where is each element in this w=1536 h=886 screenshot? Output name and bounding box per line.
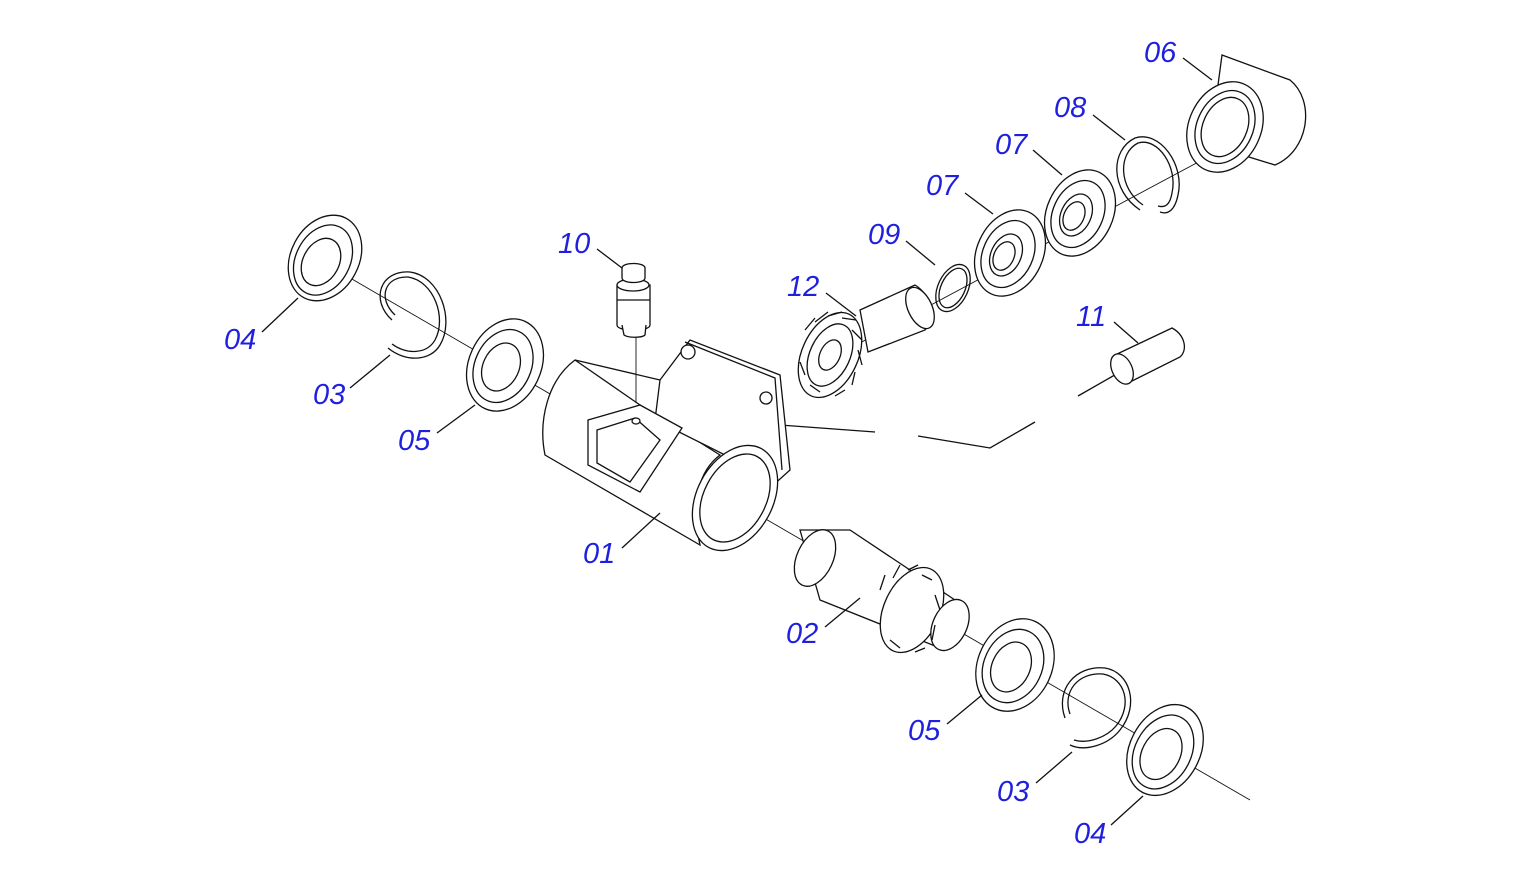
leader-lines bbox=[261, 57, 1213, 826]
part-05-bearing-left bbox=[465, 318, 545, 412]
callout-12: 12 bbox=[787, 271, 819, 303]
part-03-circlip-right bbox=[1061, 667, 1132, 749]
part-09-circlip bbox=[935, 263, 971, 313]
part-08-circlip bbox=[1116, 136, 1180, 214]
callout-09: 09 bbox=[868, 219, 900, 251]
part-01-housing bbox=[542, 339, 791, 552]
callout-04-left: 04 bbox=[224, 324, 256, 356]
part-12-gear-shaft bbox=[797, 284, 935, 399]
part-04-seal-right bbox=[1126, 703, 1204, 797]
part-06-sleeve bbox=[1186, 54, 1307, 173]
part-11-pin bbox=[1110, 327, 1186, 385]
axis-lines bbox=[344, 127, 1263, 801]
callout-08: 08 bbox=[1054, 92, 1086, 124]
callout-labels: 06 08 07 07 09 12 10 11 04 03 05 01 02 0… bbox=[224, 37, 1177, 850]
part-10-plug bbox=[616, 262, 651, 338]
callout-10: 10 bbox=[558, 228, 590, 260]
part-04-seal-left bbox=[287, 214, 363, 302]
callout-01: 01 bbox=[583, 538, 615, 570]
part-02-shaft-gear bbox=[793, 529, 970, 654]
part-03-circlip-left bbox=[379, 271, 447, 359]
part-07-bearing-b bbox=[1043, 169, 1117, 257]
callout-05-right: 05 bbox=[908, 715, 941, 747]
callout-03-left: 03 bbox=[313, 379, 345, 411]
callout-11: 11 bbox=[1076, 301, 1106, 333]
callout-04-right: 04 bbox=[1074, 818, 1106, 850]
callout-07-b: 07 bbox=[926, 170, 960, 202]
callout-03-right: 03 bbox=[997, 776, 1029, 808]
callout-05-left: 05 bbox=[398, 425, 431, 457]
callout-02: 02 bbox=[786, 618, 818, 650]
part-07-bearing-a bbox=[973, 209, 1047, 297]
callout-07-a: 07 bbox=[995, 129, 1029, 161]
callout-06: 06 bbox=[1144, 37, 1177, 69]
part-05-bearing-right bbox=[975, 618, 1055, 712]
